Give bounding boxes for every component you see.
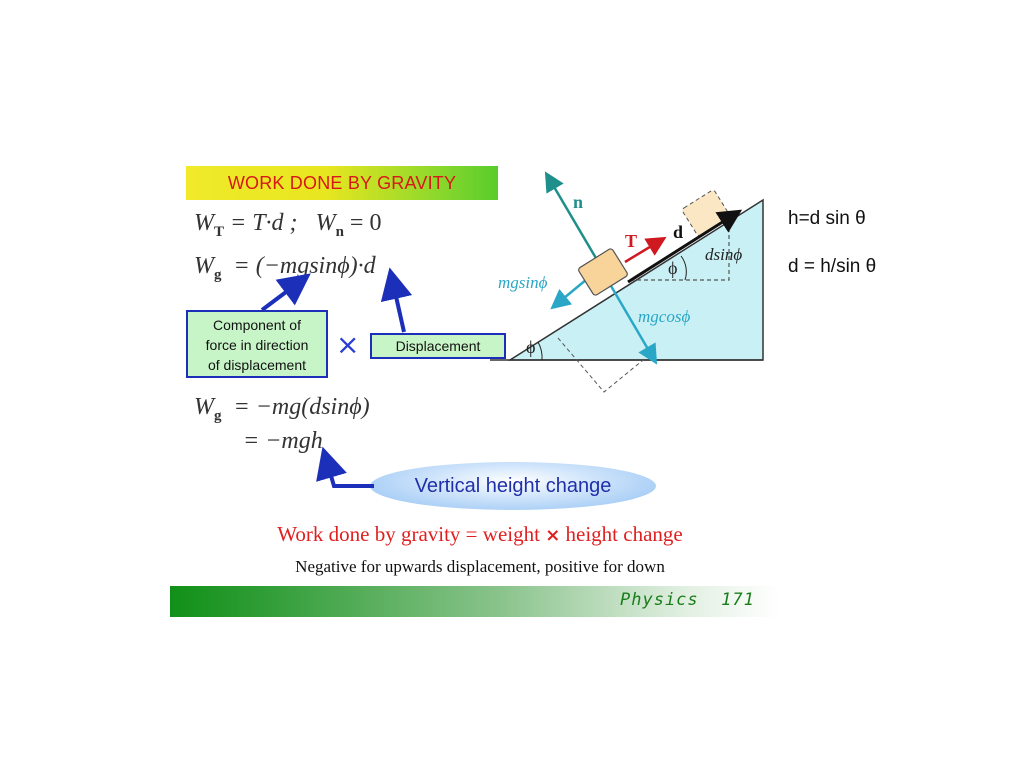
dsin-label: dsinϕ: [705, 245, 742, 264]
side-note-d: d = h/sin θ: [788, 256, 877, 277]
component-line: force in direction: [205, 337, 309, 353]
summary-text-start: Work done by gravity = weight: [277, 522, 546, 546]
summary-statement: Work done by gravity = weight × height c…: [170, 522, 790, 547]
vertical-height-change-callout: Vertical height change: [370, 462, 656, 510]
equation-wg: Wg = (−mgsinϕ)·d: [194, 253, 376, 283]
times-symbol: ×: [336, 328, 360, 361]
footer-course-label: Physics 171: [620, 590, 755, 610]
mgcos-force-arrow: [602, 273, 658, 365]
base-phi-label: ϕ: [526, 337, 535, 357]
side-note-h: h=d sin θ: [788, 208, 866, 229]
dashed-height-triangle: [630, 220, 730, 281]
normal-force-arrow: [544, 171, 602, 266]
block: [578, 248, 628, 296]
top-phi-label: ϕ: [668, 258, 677, 278]
incline-diagram: ϕ d ϕ dsinϕ n mgsinϕ mgcosϕ T: [490, 171, 764, 393]
t-label: T: [625, 231, 637, 251]
incline-wedge: [507, 198, 764, 361]
component-line: of displacement: [207, 357, 307, 373]
equation-wt: WT = T·d ; Wn = 0: [194, 210, 382, 240]
sign-note: Negative for upwards displacement, posit…: [295, 557, 665, 576]
displacement-arrow: [627, 209, 743, 284]
summary-times-symbol: ×: [545, 525, 561, 546]
component-label-box: Component of force in direction of displ…: [186, 310, 328, 378]
arrow-to-mgh: [316, 446, 374, 488]
top-angle-arc: [680, 255, 687, 281]
tension-arrow: [624, 236, 667, 264]
d-label: d: [673, 222, 683, 242]
title-banner: WORK DONE BY GRAVITY: [186, 166, 498, 200]
base-angle-arc: [537, 341, 543, 361]
mgsin-label: mgsinϕ: [498, 273, 548, 292]
displacement-label-box: Displacement: [370, 333, 506, 359]
arrow-to-component: [260, 273, 311, 312]
n-label: n: [573, 192, 583, 212]
footer-bar: [170, 586, 780, 617]
dashed-resolution: [557, 337, 649, 393]
mgcos-label: mgcosϕ: [638, 307, 690, 326]
summary-text-end: height change: [560, 522, 683, 546]
equation-mgh: = −mgh: [243, 428, 323, 454]
component-line: Component of: [213, 317, 301, 333]
arrow-to-displacement: [380, 267, 413, 333]
equation-wg-dsin: Wg = −mg(dsinϕ): [194, 394, 370, 424]
